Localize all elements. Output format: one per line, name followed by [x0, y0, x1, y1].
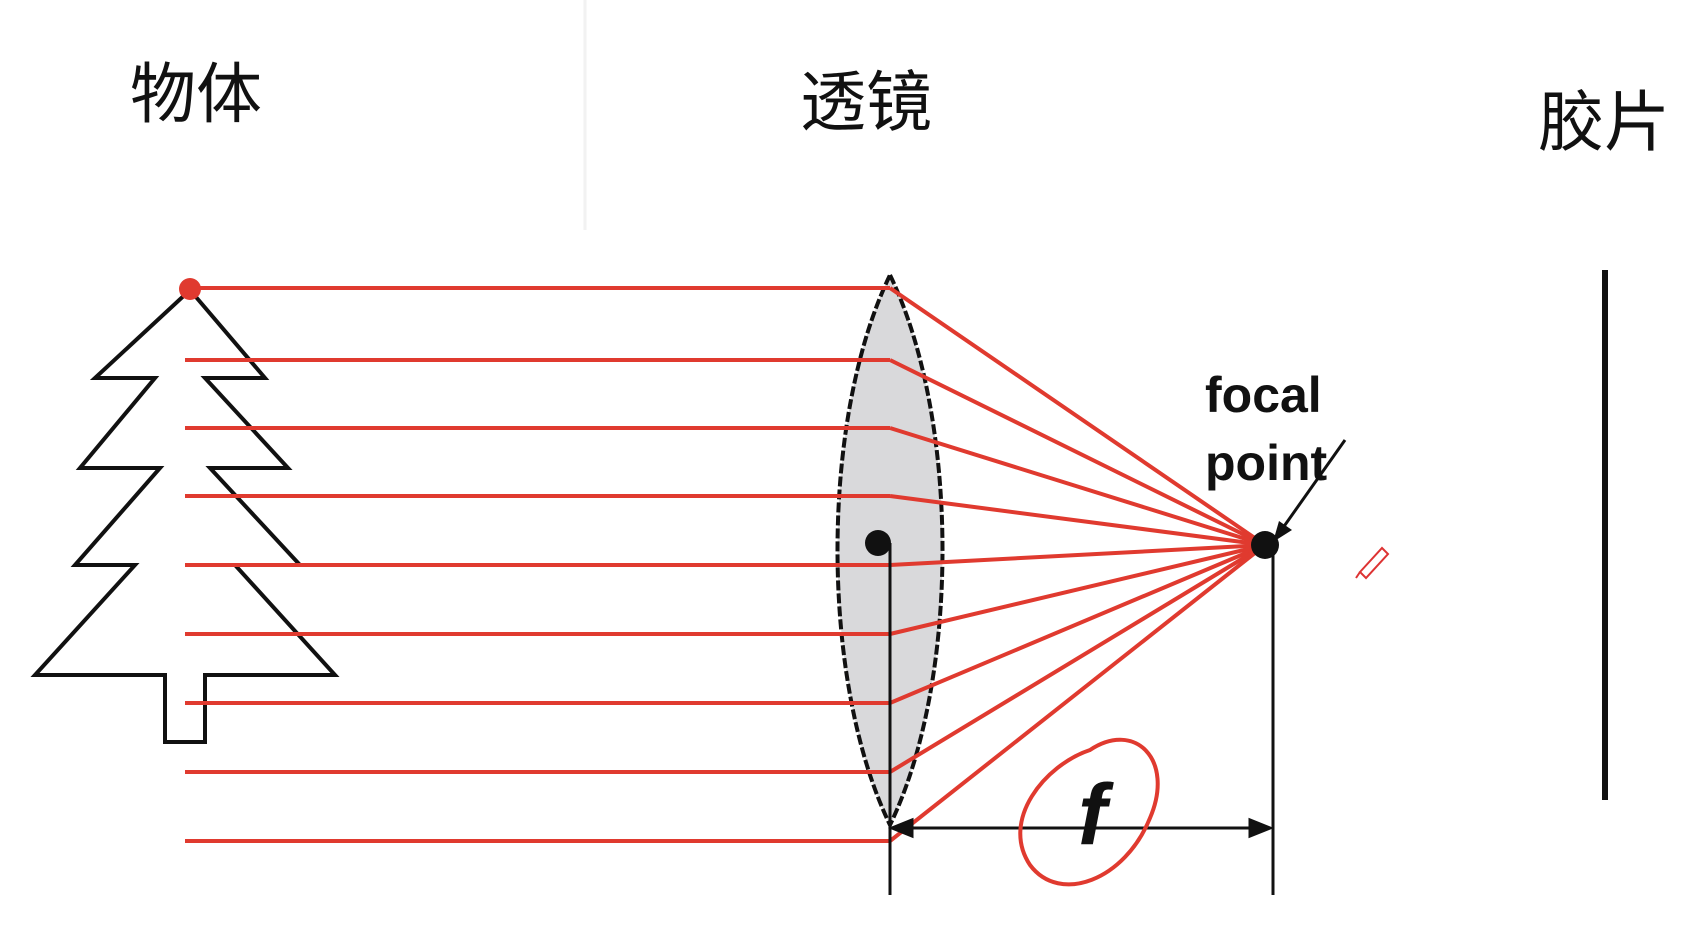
refracted-ray [889, 543, 1266, 705]
focal-point-label-line-1: focal [1205, 367, 1322, 423]
tree-icon [30, 287, 340, 744]
refracted-ray [889, 426, 1266, 547]
refracted-ray [889, 543, 1266, 567]
focal-length-annotation [1018, 737, 1160, 887]
focal-point-dot [1251, 531, 1279, 559]
focal-point-label-line-2: point [1205, 435, 1328, 491]
focal-length-arrow [887, 817, 1275, 839]
optical-center-point [865, 530, 891, 556]
refracted-ray [888, 543, 1267, 843]
film-label: 胶片 [1538, 84, 1670, 161]
light-rays [185, 286, 1267, 843]
focal-length-label: f [1078, 767, 1107, 863]
lens-label: 透镜 [800, 64, 932, 141]
refracted-ray [889, 543, 1266, 636]
pen-cursor-icon [1355, 546, 1390, 580]
focal-point-arrowhead [1273, 521, 1292, 542]
refracted-ray [889, 358, 1266, 547]
object-label: 物体 [130, 56, 262, 133]
focal-point-pointer [1278, 439, 1347, 533]
refracted-ray [888, 543, 1267, 774]
refracted-ray [888, 286, 1267, 547]
refracted-ray [889, 494, 1266, 547]
